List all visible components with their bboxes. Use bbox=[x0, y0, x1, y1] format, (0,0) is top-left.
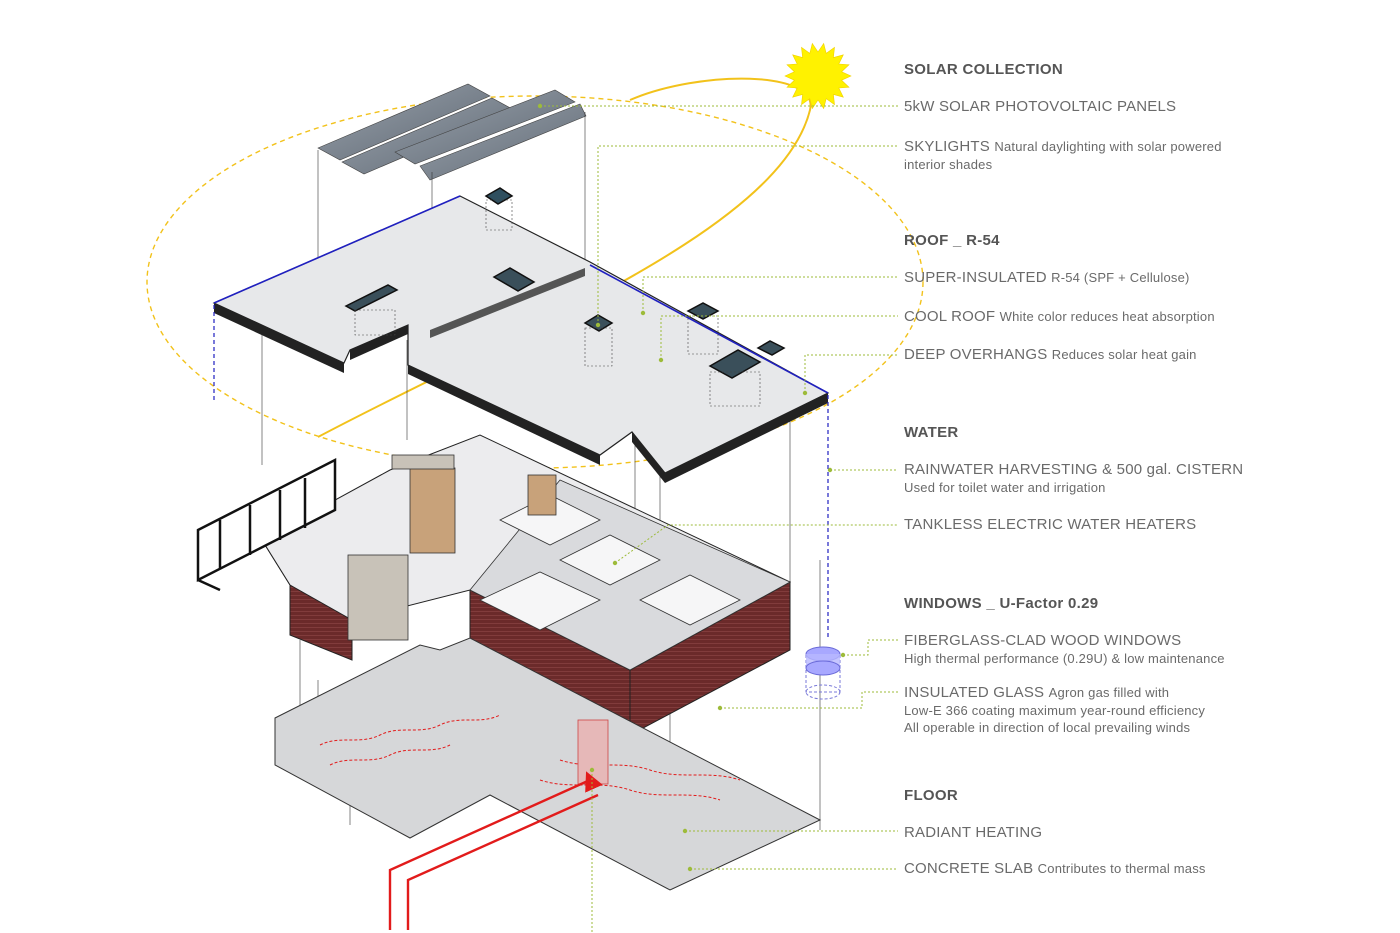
label-deep-overhangs: DEEP OVERHANGS Reduces solar heat gain bbox=[904, 346, 1197, 363]
leader-dots bbox=[537, 103, 846, 872]
leader-lines bbox=[540, 105, 898, 933]
window-frames bbox=[196, 457, 337, 592]
label-water-heaters: TANKLESS ELECTRIC WATER HEATERS bbox=[904, 516, 1197, 533]
cistern-icon bbox=[805, 646, 841, 700]
section-windows-heading: WINDOWS _ U-Factor 0.29 bbox=[904, 595, 1099, 612]
solar-panel-icon bbox=[317, 83, 587, 181]
label-solar-panels: 5kW SOLAR PHOTOVOLTAIC PANELS bbox=[904, 98, 1177, 115]
label-cool-roof: COOL ROOF White color reduces heat absor… bbox=[904, 308, 1215, 325]
section-roof-heading: ROOF _ R-54 bbox=[904, 232, 1000, 249]
section-floor-heading: FLOOR bbox=[904, 787, 958, 804]
house-walls bbox=[260, 434, 792, 736]
label-insulated-glass: INSULATED GLASS Agron gas filled with Lo… bbox=[904, 684, 1206, 735]
section-water-heading: WATER bbox=[904, 424, 959, 441]
label-rainwater: RAINWATER HARVESTING & 500 gal. CISTERN … bbox=[904, 461, 1244, 495]
label-concrete-slab: CONCRETE SLAB Contributes to thermal mas… bbox=[904, 860, 1206, 877]
sun-icon bbox=[784, 42, 852, 110]
skylight-icon bbox=[344, 187, 786, 379]
sun-orbit-ellipse bbox=[146, 95, 924, 469]
roof-slab bbox=[212, 195, 830, 640]
label-super-insulated: SUPER-INSULATED R-54 (SPF + Cellulose) bbox=[904, 269, 1190, 286]
floor-slab bbox=[274, 637, 822, 891]
section-solar-heading: SOLAR COLLECTION bbox=[904, 61, 1063, 78]
label-skylights: SKYLIGHTS Natural daylighting with solar… bbox=[904, 138, 1222, 172]
skylight-shafts bbox=[354, 199, 761, 407]
heating-pipe-icon bbox=[388, 771, 603, 930]
label-radiant-heating: RADIANT HEATING bbox=[904, 824, 1043, 841]
label-fiberglass-windows: FIBERGLASS-CLAD WOOD WINDOWS High therma… bbox=[904, 632, 1225, 666]
